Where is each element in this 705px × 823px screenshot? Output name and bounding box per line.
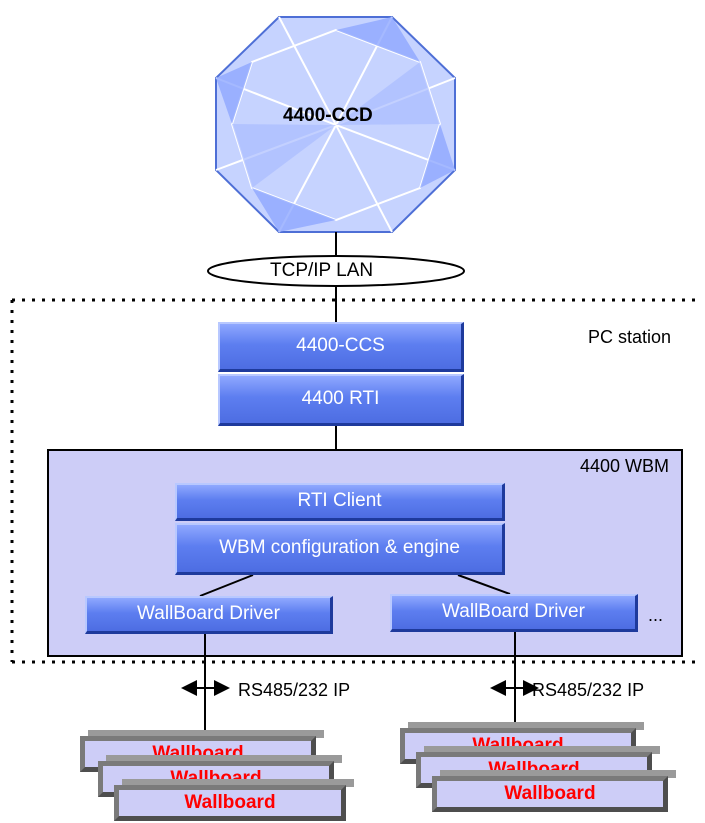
wallboard-right-3: Wallboard — [432, 776, 668, 812]
wallboard-left-3-top — [122, 779, 354, 787]
more-drivers-ellipsis: ... — [648, 605, 664, 625]
ccs-label: 4400-CCS — [296, 335, 385, 356]
rti-client-label: RTI Client — [297, 490, 382, 511]
rs485-label-left: RS485/232 IP — [238, 680, 351, 700]
wallboard-driver-label-left: WallBoard Driver — [137, 603, 280, 624]
rti-label: 4400 RTI — [301, 388, 380, 409]
engine-to-driver-right-line — [457, 574, 511, 595]
wbm-label: 4400 WBM — [580, 456, 670, 476]
wallboard-left-3: Wallboard — [114, 785, 346, 821]
lan-label: TCP/IP LAN — [270, 260, 374, 281]
wallboard-driver-box-right: WallBoard Driver — [390, 594, 638, 632]
wallboard-right-1-top — [408, 722, 644, 730]
ccd-label: 4400-CCD — [283, 105, 373, 126]
wallboard-right-3-top — [440, 770, 676, 778]
rti-client-box: RTI Client — [175, 483, 505, 521]
wallboard-driver-label-right: WallBoard Driver — [442, 601, 585, 622]
ccd-octagon-shape — [215, 16, 456, 233]
wallboard-left-2-top — [106, 755, 342, 763]
wallboard-left-1-top — [88, 730, 324, 738]
pc-station-label: PC station — [588, 327, 672, 347]
wallboard-driver-box-left: WallBoard Driver — [85, 596, 333, 634]
wallboard-right-2-top — [424, 746, 660, 754]
rs485-label-right: RS485/232 IP — [532, 680, 645, 700]
engine-to-driver-left-line — [199, 574, 254, 597]
lan-ellipse — [207, 255, 465, 287]
rti-box: 4400 RTI — [218, 374, 464, 426]
wbm-engine-label: WBM configuration & engine — [219, 537, 460, 558]
ccs-box: 4400-CCS — [218, 322, 464, 372]
wbm-engine-box: WBM configuration & engine — [175, 523, 505, 575]
